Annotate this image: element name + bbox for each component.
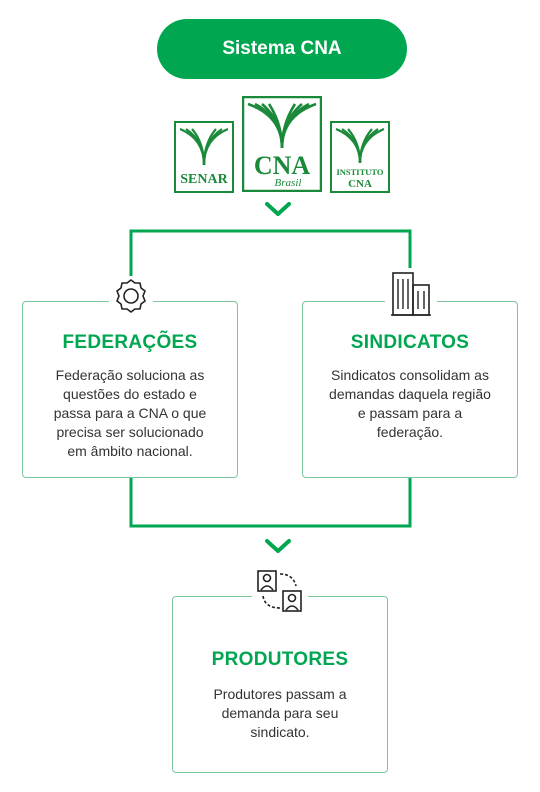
- cna-logo-text: CNA: [254, 151, 311, 180]
- chevron-down-icon: [265, 539, 291, 553]
- instituto-cna-logo: INSTITUTO CNA: [330, 121, 390, 193]
- people-exchange-icon: [252, 566, 308, 616]
- description-line: em âmbito nacional.: [67, 443, 193, 459]
- chevron-down-icon: [265, 202, 291, 216]
- sistema-cna-header: Sistema CNA: [157, 19, 407, 79]
- instituto-logo-line1: INSTITUTO: [336, 167, 383, 177]
- top-connector-line: [129, 229, 412, 302]
- senar-logo: SENAR: [174, 121, 234, 193]
- sindicatos-card: SINDICATOS Sindicatos consolidam as dema…: [302, 301, 518, 478]
- federacoes-card: FEDERAÇÕES Federação soluciona as questõ…: [22, 301, 238, 478]
- description-line: Federação soluciona as: [55, 367, 205, 383]
- buildings-icon: [385, 268, 437, 318]
- produtores-card: PRODUTORES Produtores passam a demanda p…: [172, 596, 388, 773]
- description-line: Produtores passam a: [213, 686, 347, 702]
- senar-logo-text: SENAR: [180, 172, 228, 187]
- instituto-logo-line2: CNA: [348, 178, 372, 190]
- description-line: federação.: [376, 424, 444, 440]
- award-ribbon-icon: [109, 276, 153, 318]
- description-line: demandas daquela região: [329, 386, 491, 402]
- description-line: questões do estado e: [63, 386, 197, 402]
- sindicatos-title: SINDICATOS: [350, 332, 470, 353]
- federacoes-title: FEDERAÇÕES: [62, 332, 198, 353]
- brasil-logo-text: Brasil: [275, 177, 302, 189]
- description-line: demanda para seu: [221, 705, 339, 721]
- description-line: passa para a CNA o que: [53, 405, 207, 421]
- produtores-description: Produtores passam a demanda para seu sin…: [173, 685, 387, 742]
- description-line: Sindicatos consolidam as: [331, 367, 489, 383]
- federacoes-description: Federação soluciona as questões do estad…: [23, 366, 237, 461]
- sindicatos-description: Sindicatos consolidam as demandas daquel…: [303, 366, 517, 442]
- bottom-connector-line: [129, 478, 412, 528]
- description-line: sindicato.: [250, 724, 310, 740]
- description-line: e passam para a: [357, 405, 463, 421]
- cna-brasil-logo: CNA Brasil: [242, 96, 322, 192]
- produtores-title: PRODUTORES: [211, 649, 349, 670]
- description-line: precisa ser solucionado: [56, 424, 204, 440]
- header-title: Sistema CNA: [222, 38, 342, 59]
